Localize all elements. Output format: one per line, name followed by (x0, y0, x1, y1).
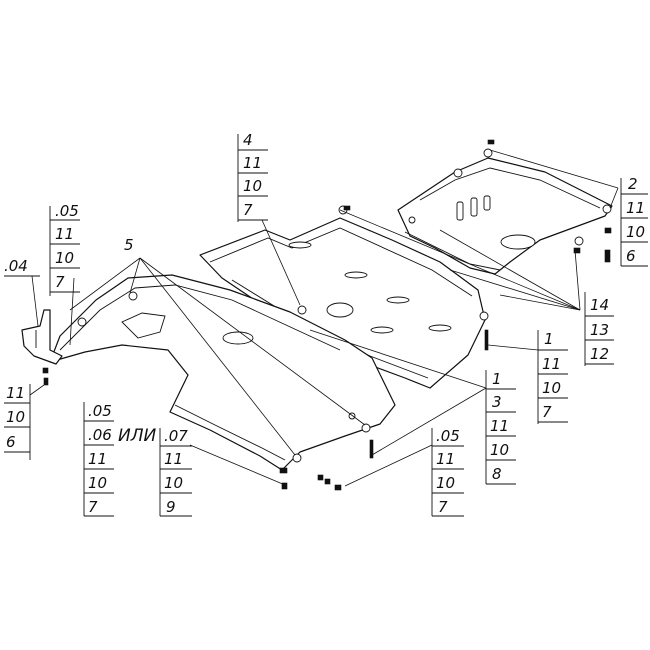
label-10: 10 (88, 474, 107, 492)
label-13: 13 (590, 321, 609, 339)
label-7: 7 (88, 498, 98, 516)
label-7: 7 (438, 498, 448, 516)
label-05: .05 (88, 402, 112, 420)
label-7: 7 (243, 201, 253, 219)
label-or: ИЛИ (118, 426, 157, 446)
label-10: 10 (164, 474, 183, 492)
label-7: 7 (542, 403, 552, 421)
callout-05-right: .05 11 10 7 (431, 427, 464, 517)
label-11: 11 (6, 384, 25, 402)
label-5: 5 (124, 236, 134, 254)
callout-11-left: 11 10 6 (4, 384, 31, 460)
label-11: 11 (164, 450, 183, 468)
label-11: 11 (626, 199, 645, 217)
callout-04: .04 (4, 257, 40, 277)
label-10: 10 (490, 441, 509, 459)
callout-05-left: .05 11 10 7 (49, 202, 80, 296)
callout-14: 14 13 12 (584, 292, 614, 366)
label-12: 12 (590, 345, 609, 363)
label-11: 11 (55, 225, 74, 243)
left-mounting-bracket (21, 309, 63, 365)
label-11: 11 (490, 417, 509, 435)
label-11: 11 (436, 450, 455, 468)
callout-1-upper: 1 11 10 7 (537, 330, 568, 424)
label-11: 11 (243, 154, 262, 172)
label-8: 8 (492, 465, 502, 483)
label-05-left: .05 (55, 202, 79, 220)
callout-4: 4 11 10 7 (237, 131, 268, 222)
label-05: .05 (436, 427, 460, 445)
label-11: 11 (88, 450, 107, 468)
label-1: 1 (544, 330, 554, 348)
label-06: .06 (88, 426, 112, 444)
label-6: 6 (626, 247, 636, 265)
callout-07: .07 11 10 9 (159, 427, 192, 517)
label-10: 10 (436, 474, 455, 492)
leader-lines (29, 149, 619, 487)
label-10: 10 (6, 408, 25, 426)
callout-05-06: .05 .06 ИЛИ 11 10 7 (83, 402, 157, 517)
rear-protection-plate (397, 148, 613, 275)
label-10: 10 (55, 249, 74, 267)
label-04: .04 (4, 257, 28, 275)
label-10: 10 (626, 223, 645, 241)
label-14: 14 (590, 296, 609, 314)
callout-1-lower: 1 3 11 10 8 (485, 370, 516, 485)
label-1: 1 (492, 370, 502, 388)
callout-5: 5 (124, 236, 134, 254)
front-protection-plate (49, 274, 396, 471)
label-07: .07 (164, 427, 188, 445)
label-10: 10 (243, 177, 262, 195)
fasteners (42, 139, 612, 491)
callout-2: 2 11 10 6 (620, 175, 648, 267)
label-11: 11 (542, 355, 561, 373)
label-3: 3 (492, 393, 502, 411)
label-7: 7 (55, 273, 65, 291)
label-2: 2 (628, 175, 638, 193)
label-9: 9 (166, 498, 176, 516)
label-4: 4 (243, 131, 253, 149)
label-10: 10 (542, 379, 561, 397)
label-6: 6 (6, 433, 16, 451)
